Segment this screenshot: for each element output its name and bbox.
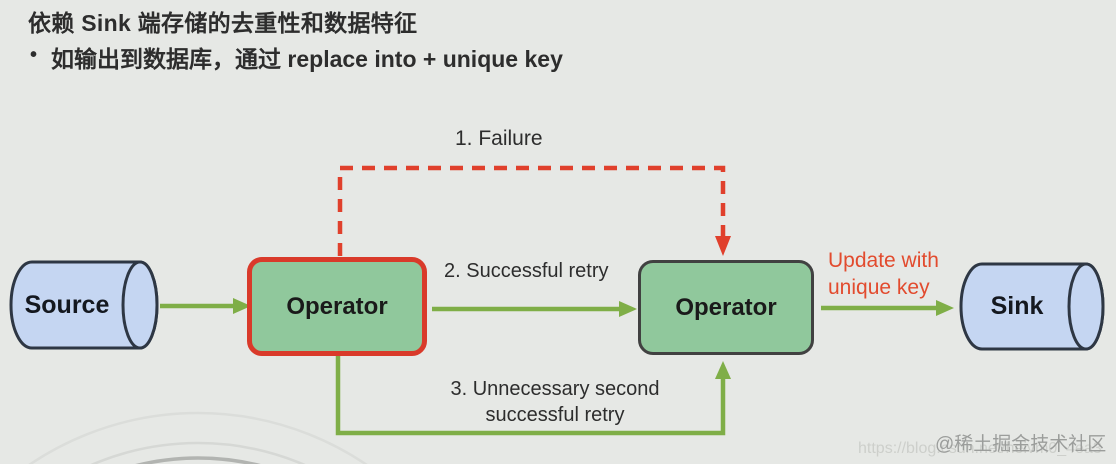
update-label-line1: Update with bbox=[828, 249, 939, 272]
slide-title: 依赖 Sink 端存储的去重性和数据特征 bbox=[28, 10, 418, 36]
sink-label: Sink bbox=[990, 292, 1044, 320]
decorative-arc-middle bbox=[90, 441, 306, 464]
decorative-arc-outer bbox=[28, 411, 368, 464]
operator2-node: Operator bbox=[638, 260, 814, 355]
successful-retry-label: 2. Successful retry bbox=[444, 260, 609, 282]
bullet-icon: • bbox=[30, 44, 38, 66]
decorative-arc-inner bbox=[135, 456, 261, 464]
operator2-label: Operator bbox=[675, 293, 777, 321]
operator1-label: Operator bbox=[286, 292, 388, 320]
sink-node: Sink bbox=[956, 261, 1110, 352]
unnecessary-retry-line2: successful retry bbox=[485, 404, 625, 426]
unnecessary-retry-line1: 3. Unnecessary second bbox=[450, 378, 660, 400]
failure-arrowhead-icon bbox=[715, 236, 731, 256]
source-label: Source bbox=[24, 290, 110, 319]
operator1-node: Operator bbox=[247, 257, 427, 356]
watermark-community: @稀土掘金技术社区 bbox=[935, 434, 1107, 455]
source-node: Source bbox=[6, 259, 164, 351]
update-with-unique-key-label: Update with unique key bbox=[828, 247, 939, 301]
bullet-text: 如输出到数据库，通过 replace into + unique key bbox=[51, 46, 563, 72]
update-label-line2: unique key bbox=[828, 276, 930, 299]
sink-arrowhead-icon bbox=[936, 300, 954, 316]
retry-arrowhead-icon bbox=[619, 301, 637, 317]
failure-label: 1. Failure bbox=[455, 127, 543, 150]
second-retry-arrowhead-icon bbox=[715, 361, 731, 379]
cylinder-shape bbox=[959, 262, 1105, 351]
cylinder-shape bbox=[9, 260, 159, 350]
bullet-line: • 如输出到数据库，通过 replace into + unique key bbox=[30, 40, 563, 74]
failure-dashed-arrow bbox=[337, 165, 726, 256]
unnecessary-retry-label: 3. Unnecessary second successful retry bbox=[430, 376, 680, 428]
watermark-url: https://blog.csdn.net/heivm0_4ea3 bbox=[858, 440, 1102, 457]
